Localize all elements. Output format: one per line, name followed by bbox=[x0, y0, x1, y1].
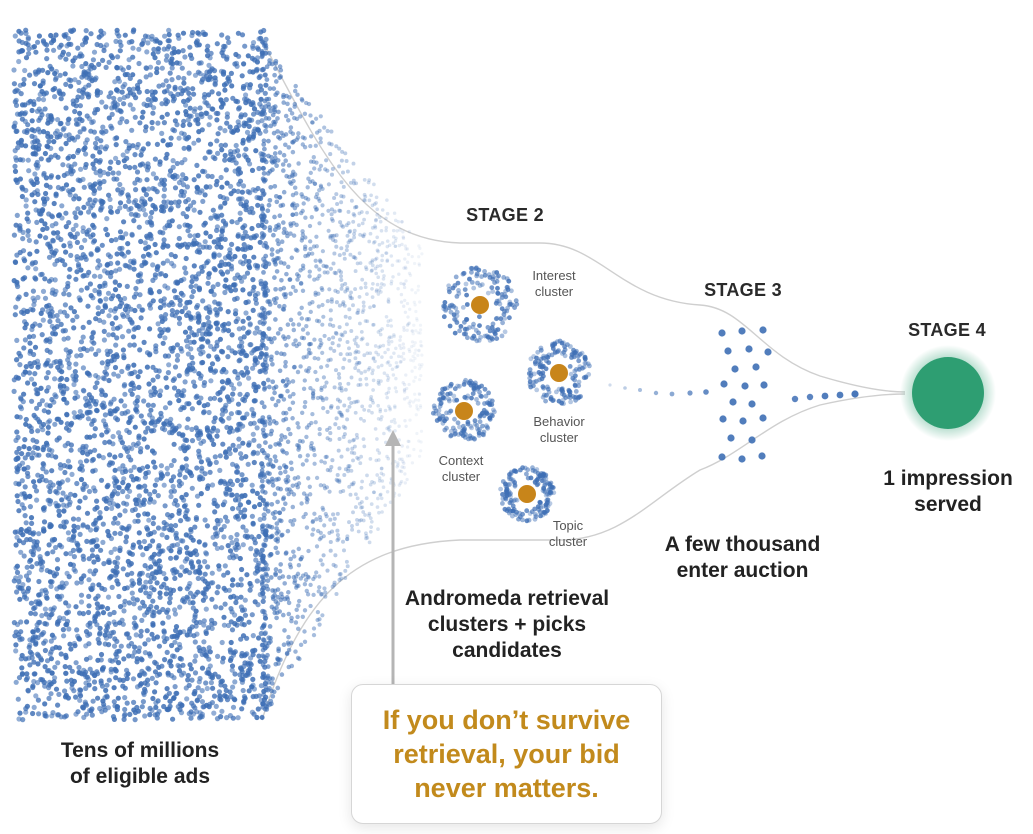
funnel-outline bbox=[261, 39, 906, 721]
cluster-label-line1: Behavior bbox=[533, 414, 585, 429]
stage2-caption-line2: clusters + picks bbox=[427, 613, 587, 636]
cluster-label-line1: Topic bbox=[552, 518, 584, 533]
transition-dots bbox=[259, 39, 424, 721]
callout-line1: If you don’t survive bbox=[382, 705, 631, 735]
cluster-label-behavior: Behavior cluster bbox=[519, 414, 599, 446]
cluster-label-topic: Topic cluster bbox=[528, 518, 608, 550]
stage2-caption-line1: Andromeda retrieval bbox=[404, 587, 610, 610]
stage1-label-line2: of eligible ads bbox=[69, 765, 211, 788]
stage4-caption: 1 impression served bbox=[868, 466, 1028, 518]
cluster-label-interest: Interest cluster bbox=[514, 268, 594, 300]
stage4-heading: STAGE 4 bbox=[908, 320, 986, 340]
cluster-label-line1: Interest bbox=[532, 268, 576, 283]
funnel-bottom-edge bbox=[261, 393, 906, 721]
funnel-top-edge bbox=[261, 39, 906, 393]
cluster-label-context: Context cluster bbox=[421, 453, 501, 485]
cluster-label-line2: cluster bbox=[534, 284, 574, 299]
stage2-heading: STAGE 2 bbox=[466, 205, 544, 225]
stage4-caption-line1: 1 impression bbox=[883, 467, 1013, 490]
stage3-caption-line1: A few thousand bbox=[664, 533, 821, 556]
cluster-label-line1: Context bbox=[438, 453, 484, 468]
stage1-label-line1: Tens of millions bbox=[60, 739, 220, 762]
callout-line2: retrieval, your bid bbox=[393, 739, 620, 769]
stage3-caption-line2: enter auction bbox=[676, 559, 809, 582]
auction-dots bbox=[608, 326, 859, 463]
retrieval-clusters bbox=[430, 265, 592, 524]
stage2-caption-line3: candidates bbox=[452, 639, 562, 662]
arrow-head bbox=[385, 430, 401, 446]
cluster-label-line2: cluster bbox=[441, 469, 481, 484]
stage3-caption: A few thousand enter auction bbox=[640, 532, 845, 584]
impression-node bbox=[900, 345, 996, 441]
stage4-caption-line2: served bbox=[914, 493, 982, 516]
eligible-ads-dots bbox=[11, 27, 269, 723]
impression-circle bbox=[912, 357, 984, 429]
cluster-label-line2: cluster bbox=[548, 534, 588, 549]
stage1-label: Tens of millions of eligible ads bbox=[40, 738, 240, 790]
callout-line3: never matters. bbox=[414, 773, 599, 803]
callout-box: If you don’t survive retrieval, your bid… bbox=[351, 684, 662, 824]
cluster-label-line2: cluster bbox=[539, 430, 579, 445]
stage2-caption: Andromeda retrieval clusters + picks can… bbox=[372, 586, 642, 664]
stage3-heading: STAGE 3 bbox=[704, 280, 782, 300]
